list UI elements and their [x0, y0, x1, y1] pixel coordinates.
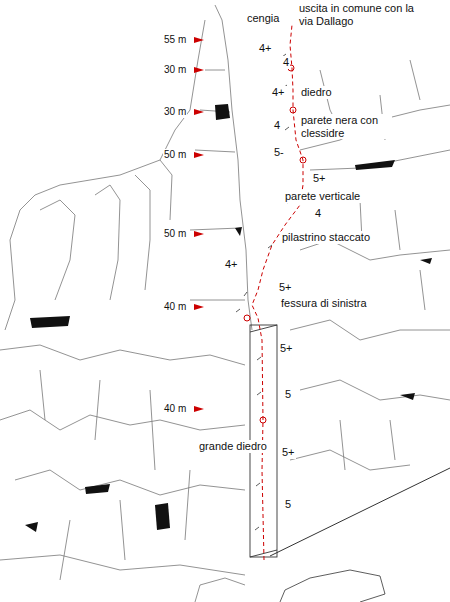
feature-label: fessura di sinistra: [280, 297, 368, 310]
belay-station: [244, 65, 306, 423]
note-text: cengia: [246, 12, 280, 25]
grade-label: 5+: [278, 281, 293, 294]
pitch-flag: [194, 37, 204, 412]
note-text: uscita in comune con la via Dallago: [298, 2, 418, 27]
grade-label: 4+: [271, 86, 286, 99]
route-line: [252, 25, 303, 560]
pitch-length: 55 m: [163, 34, 187, 46]
pitch-length: 50 m: [163, 149, 187, 161]
grade-label: 5+: [281, 446, 296, 459]
grade-label: 4: [273, 119, 281, 132]
grade-label: 5+: [312, 172, 327, 185]
grade-label: 4: [314, 207, 322, 220]
feature-label: diedro: [300, 86, 333, 99]
pitch-length: 40 m: [163, 403, 187, 415]
grade-label: 5: [284, 388, 292, 401]
feature-label: parete nera con clessidre: [300, 114, 392, 139]
feature-label: grande diedro: [198, 440, 268, 453]
pitch-length: 30 m: [163, 64, 187, 76]
shadow-blobs: [25, 104, 432, 532]
grade-label: 5+: [279, 342, 294, 355]
feature-label: pilastrino staccato: [281, 231, 371, 244]
pitch-length: 50 m: [163, 228, 187, 240]
feature-label: parete verticale: [284, 190, 361, 203]
pitch-length: 40 m: [163, 301, 187, 313]
rock-outlines: [0, 5, 450, 602]
pitch-length: 30 m: [163, 106, 187, 118]
grade-label: 5-: [273, 146, 285, 159]
grade-label: 4: [282, 56, 290, 69]
grade-label: 4+: [224, 258, 239, 271]
grade-label: 4+: [258, 42, 273, 55]
grade-label: 5: [284, 498, 292, 511]
